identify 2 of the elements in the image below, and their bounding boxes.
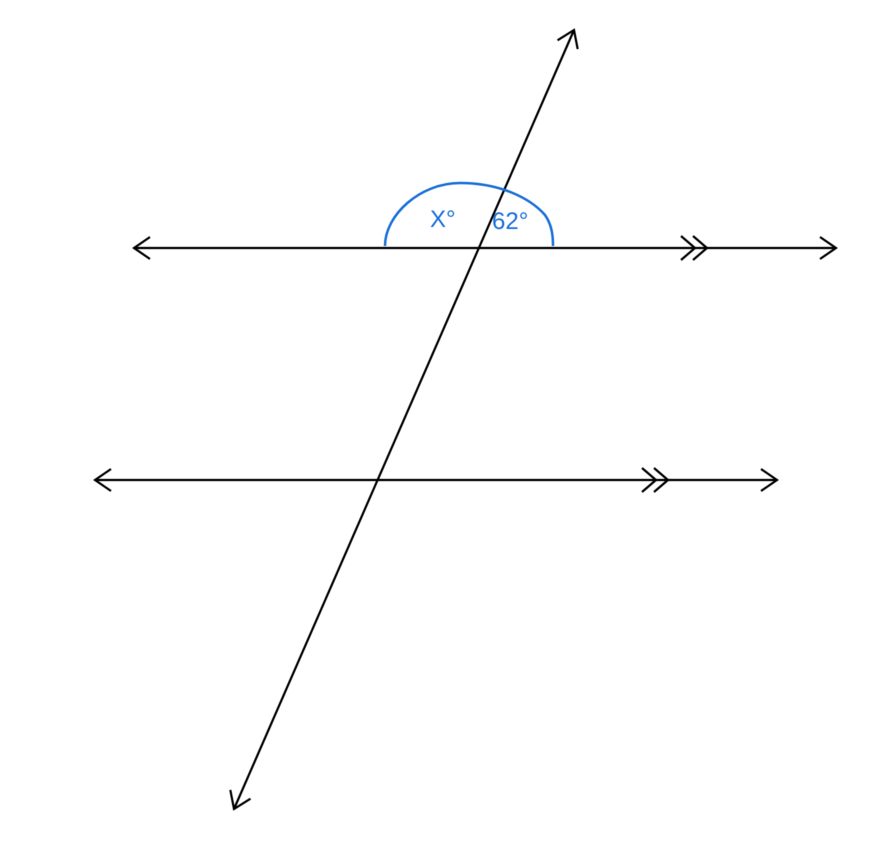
angle-label: X° [430, 208, 456, 232]
angle-label: 62° [492, 210, 528, 234]
